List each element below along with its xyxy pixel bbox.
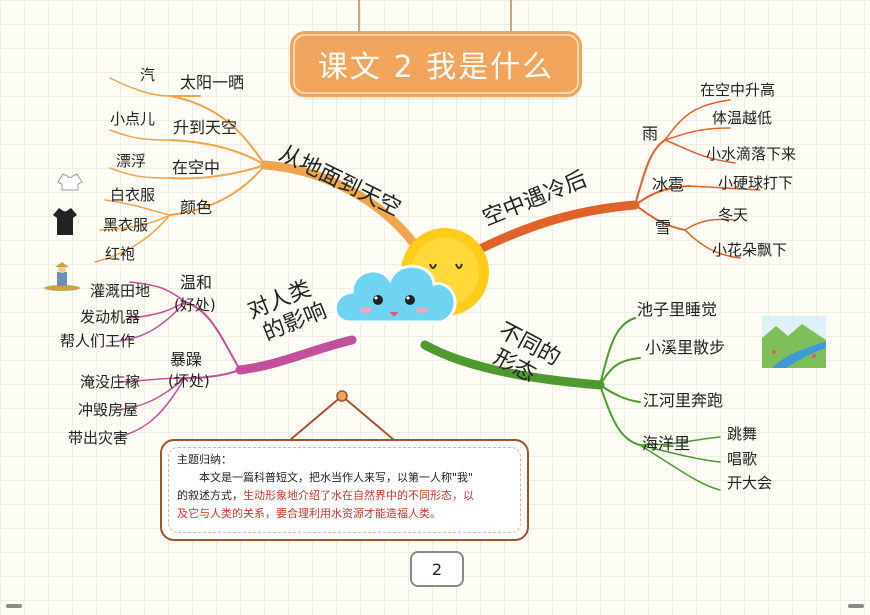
- stream-landscape-icon: [762, 316, 826, 368]
- node-snow: 雪: [655, 218, 672, 237]
- node-irrigate: 灌溉田地: [90, 282, 151, 300]
- node-temp-lower: 体温越低: [712, 109, 773, 127]
- title-plate: 课文 2 我是什么: [293, 34, 579, 94]
- title-rope-left: [358, 0, 360, 36]
- node-white-clothes: 白衣服: [110, 186, 156, 204]
- page-title: 课文 2 我是什么: [317, 50, 555, 85]
- node-hard-balls: 小硬球打下: [718, 174, 794, 192]
- node-small-dots: 小点儿: [110, 110, 156, 128]
- node-red-robe: 红袍: [105, 245, 136, 263]
- node-walk-in-stream: 小溪里散步: [645, 338, 726, 357]
- sun-cloud-illustration: [333, 228, 489, 324]
- black-shirt-icon: [53, 208, 77, 235]
- node-hail: 冰雹: [652, 175, 685, 194]
- node-violent: 暴躁: [170, 350, 203, 369]
- node-gentle-benefit: (好处): [174, 296, 216, 314]
- summary-hanger: [290, 390, 395, 441]
- node-help-people: 帮人们工作: [60, 332, 136, 350]
- summary-line2-red: 生动形象地介绍了水在自然界中的不同形态，以: [243, 489, 474, 502]
- page-number: 2: [431, 559, 443, 579]
- node-power-machines: 发动机器: [80, 308, 141, 326]
- node-violent-harm: (坏处): [168, 372, 210, 390]
- summary-box: 主题归纳： 本文是一篇科普短文，把水当作人来写，以第一人称"我" 的叙述方式，生…: [160, 439, 529, 541]
- node-rise-in-air: 在空中升高: [700, 81, 776, 99]
- branch-forms: [420, 317, 721, 491]
- node-vapor: 汽: [140, 66, 156, 84]
- node-disasters: 带出灾害: [68, 429, 129, 447]
- node-rise-to-sky: 升到天空: [173, 118, 238, 137]
- page-number-box: 2: [410, 551, 464, 587]
- node-sleep-in-pond: 池子里睡觉: [637, 300, 718, 319]
- white-shirt-icon: [57, 173, 83, 191]
- summary-line2-black: 的叙述方式，: [177, 489, 243, 502]
- node-droplets-fall: 小水滴落下来: [706, 145, 797, 163]
- node-gentle: 温和: [180, 273, 213, 292]
- node-rain: 雨: [642, 124, 659, 143]
- node-flood-crops: 淹没庄稼: [80, 373, 141, 391]
- branch-impact: [109, 281, 357, 439]
- node-flakes-drift: 小花朵飘下: [712, 241, 788, 259]
- node-destroy-houses: 冲毁房屋: [78, 401, 139, 419]
- summary-heading: 主题归纳：: [177, 453, 232, 466]
- node-in-air: 在空中: [172, 158, 221, 177]
- title-rope-right: [510, 0, 512, 36]
- summary-line2: 的叙述方式，生动形象地介绍了水在自然界中的不同形态，以: [177, 487, 512, 505]
- node-winter: 冬天: [718, 206, 749, 224]
- summary-line3: 及它与人类的关系，要合理利用水资源才能造福人类。: [177, 507, 441, 520]
- node-black-clothes: 黑衣服: [103, 216, 149, 234]
- summary-content: 主题归纳： 本文是一篇科普短文，把水当作人来写，以第一人称"我" 的叙述方式，生…: [168, 447, 521, 533]
- node-color: 颜色: [180, 198, 213, 217]
- corner-bar-left: [6, 604, 22, 608]
- corner-bar-right: [848, 604, 864, 608]
- node-sun-dries: 太阳一晒: [180, 73, 245, 92]
- node-sing: 唱歌: [727, 450, 758, 468]
- node-dance: 跳舞: [727, 425, 758, 443]
- branch-cold-in-air: [477, 99, 761, 259]
- summary-line1: 本文是一篇科普短文，把水当作人来写，以第一人称"我": [199, 471, 474, 484]
- node-float: 漂浮: [116, 152, 147, 170]
- node-in-ocean: 海洋里: [642, 434, 691, 453]
- node-meeting: 开大会: [727, 474, 773, 492]
- node-run-in-river: 江河里奔跑: [643, 391, 724, 410]
- branch-ground-to-sky: [94, 77, 420, 263]
- farmer-icon: [44, 262, 80, 291]
- cloud-icon: [333, 264, 457, 324]
